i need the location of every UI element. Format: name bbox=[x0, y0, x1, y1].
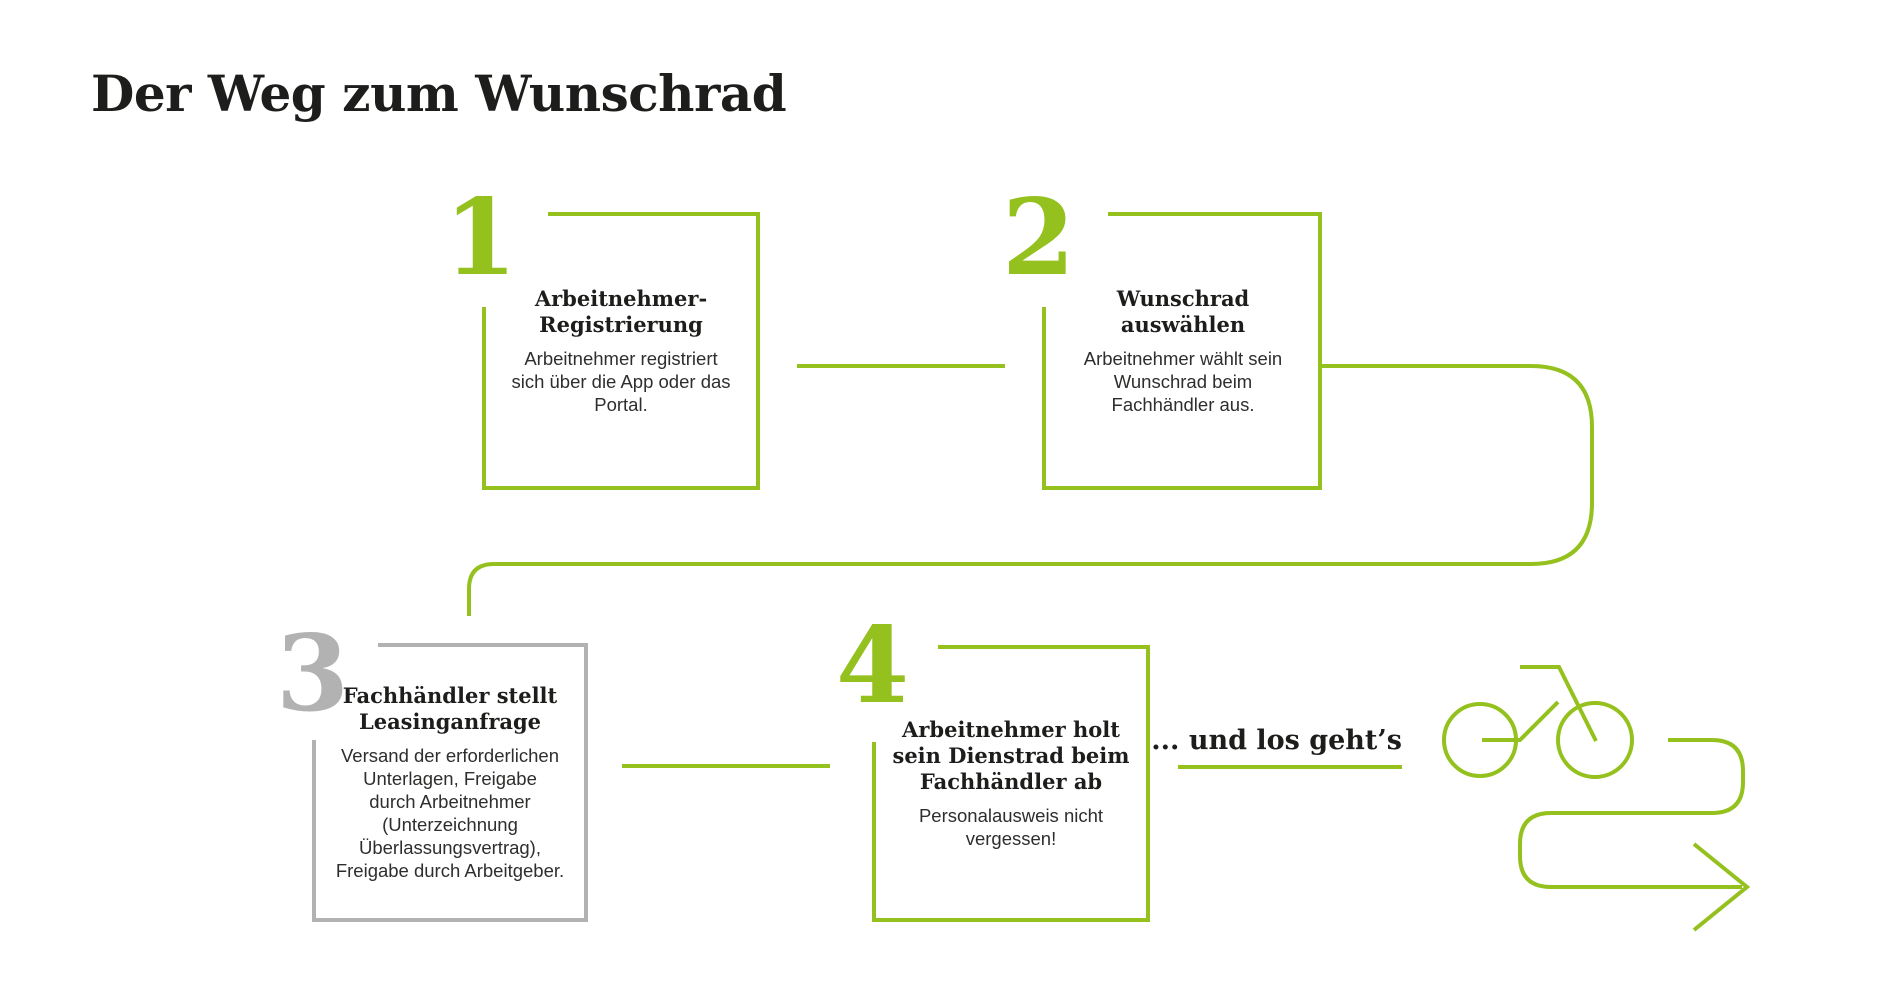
step4-description: Personalausweis nicht vergessen! bbox=[918, 805, 1104, 849]
step4-number: 4 bbox=[836, 603, 910, 727]
step3-card: Fachhändler stellt Leasinganfrage Versan… bbox=[314, 645, 586, 920]
step3-description: Versand der erforderlichen Unterlagen, F… bbox=[335, 745, 565, 881]
bicycle-icon bbox=[1442, 665, 1634, 779]
connector-step2-step3-curve bbox=[467, 364, 1594, 616]
step4-title: Arbeitnehmer holt sein Dienstrad beim Fa… bbox=[892, 717, 1130, 794]
step1-number: 1 bbox=[444, 175, 518, 299]
step3-title: Fachhändler stellt Leasinganfrage bbox=[342, 683, 558, 734]
step2-card: Wunschrad auswählen Arbeitnehmer wählt s… bbox=[1044, 212, 1322, 490]
route-arrow-icon bbox=[1518, 738, 1751, 932]
step4-box-border bbox=[872, 645, 1150, 922]
step2-number: 2 bbox=[1002, 175, 1076, 299]
step2-description: Arbeitnehmer wählt sein Wunschrad beim F… bbox=[1083, 348, 1283, 415]
page-title: Der Weg zum Wunschrad bbox=[91, 64, 787, 123]
step2-box-border bbox=[1042, 212, 1322, 490]
step1-box-border bbox=[482, 212, 760, 490]
step2-title: Wunschrad auswählen bbox=[1116, 286, 1250, 337]
outro-label: ... und los geht’s bbox=[1151, 725, 1402, 756]
step4-card: Arbeitnehmer holt sein Dienstrad beim Fa… bbox=[874, 647, 1148, 920]
step1-title: Arbeitnehmer- Registrierung bbox=[534, 286, 708, 337]
step3-number: 3 bbox=[276, 611, 350, 735]
step1-description: Arbeitnehmer registriert sich über die A… bbox=[511, 348, 731, 415]
step3-box-border bbox=[312, 643, 588, 922]
step1-card: Arbeitnehmer- Registrierung Arbeitnehmer… bbox=[482, 212, 760, 490]
